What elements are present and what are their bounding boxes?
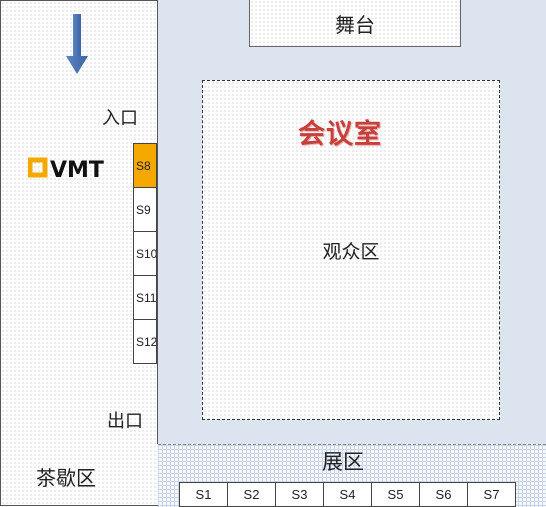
- booth-s5: S5: [371, 482, 420, 507]
- stage-label: 舞台: [335, 12, 375, 37]
- booth-s9: S9: [133, 187, 157, 232]
- booth-s6: S6: [419, 482, 468, 507]
- vmt-logo: VMT: [28, 157, 104, 182]
- booth-s12: S12: [133, 319, 157, 364]
- booth-s11: S11: [133, 275, 157, 320]
- tea-break-label: 茶歇区: [36, 466, 96, 490]
- booth-s7: S7: [467, 482, 516, 507]
- logo-text: VMT: [50, 158, 104, 182]
- exhibition-label: 展区: [322, 450, 364, 474]
- exit-label: 出口: [107, 411, 143, 432]
- arrow-down-icon: [66, 14, 88, 74]
- stage: 舞台: [249, 0, 461, 47]
- booth-s8: S8: [133, 143, 157, 188]
- corridor-area: [1, 1, 157, 505]
- booth-s1: S1: [179, 482, 228, 507]
- booth-s4: S4: [323, 482, 372, 507]
- meeting-room-title: 会议室: [298, 119, 382, 150]
- audience-label: 观众区: [322, 240, 380, 263]
- entrance-label: 入口: [102, 108, 138, 129]
- booth-s10: S10: [133, 231, 157, 276]
- booth-s3: S3: [275, 482, 324, 507]
- audience-area: 观众区: [202, 80, 500, 420]
- booth-s2: S2: [227, 482, 276, 507]
